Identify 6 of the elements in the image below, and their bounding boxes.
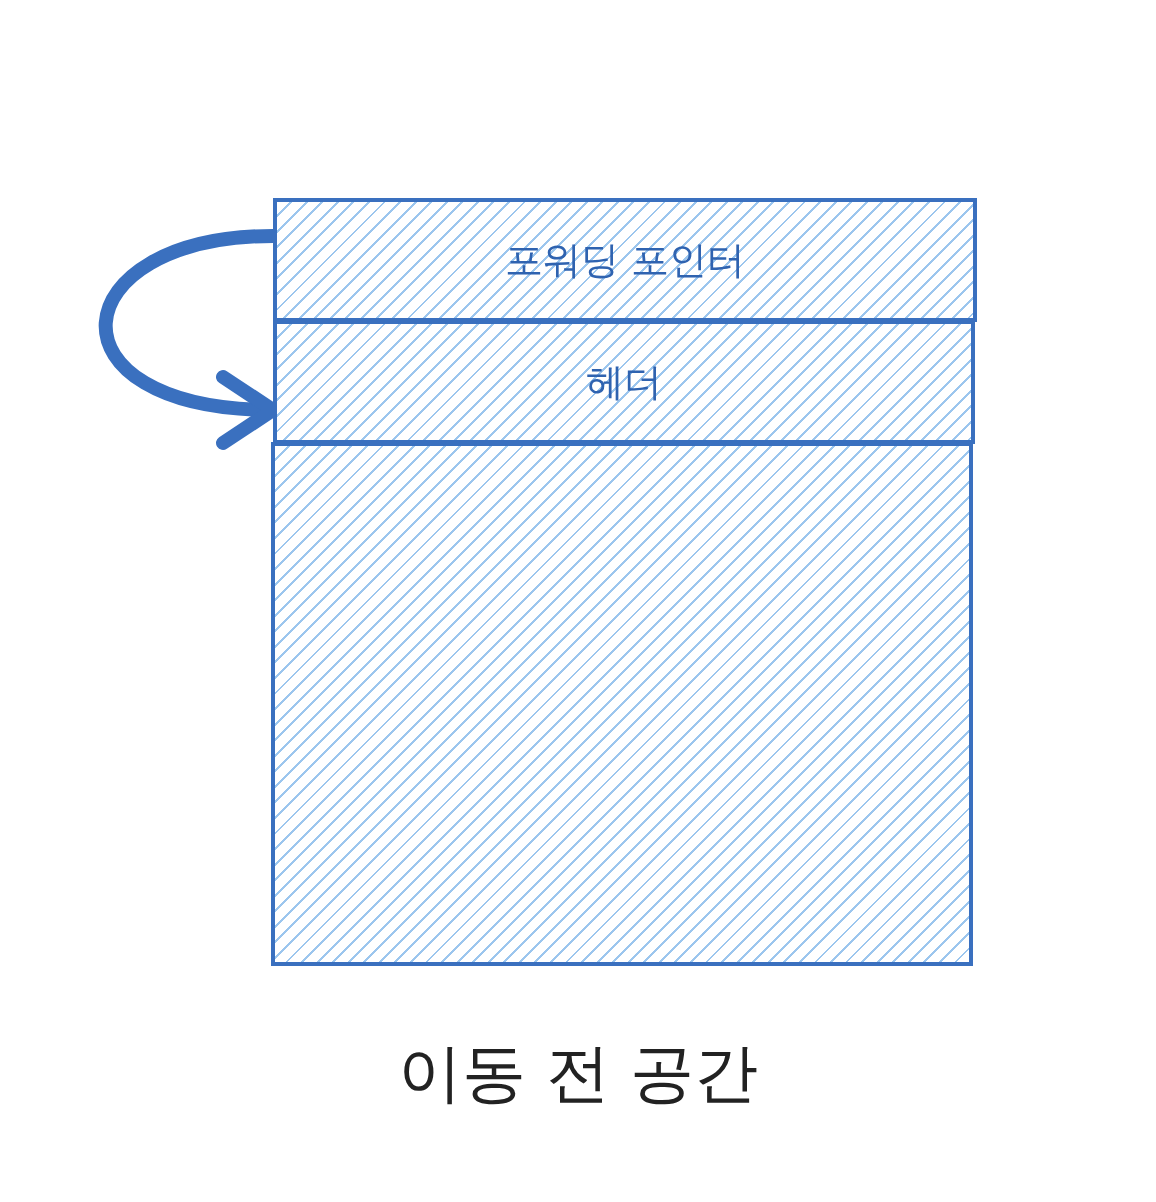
field-label: 포워딩 포인터 xyxy=(504,236,746,284)
header-field xyxy=(273,320,975,444)
field-label: 헤더 xyxy=(586,358,662,406)
memory-block xyxy=(271,442,973,966)
pointer-field xyxy=(273,198,977,322)
caption: 이동 전 공간 xyxy=(396,1035,760,1112)
